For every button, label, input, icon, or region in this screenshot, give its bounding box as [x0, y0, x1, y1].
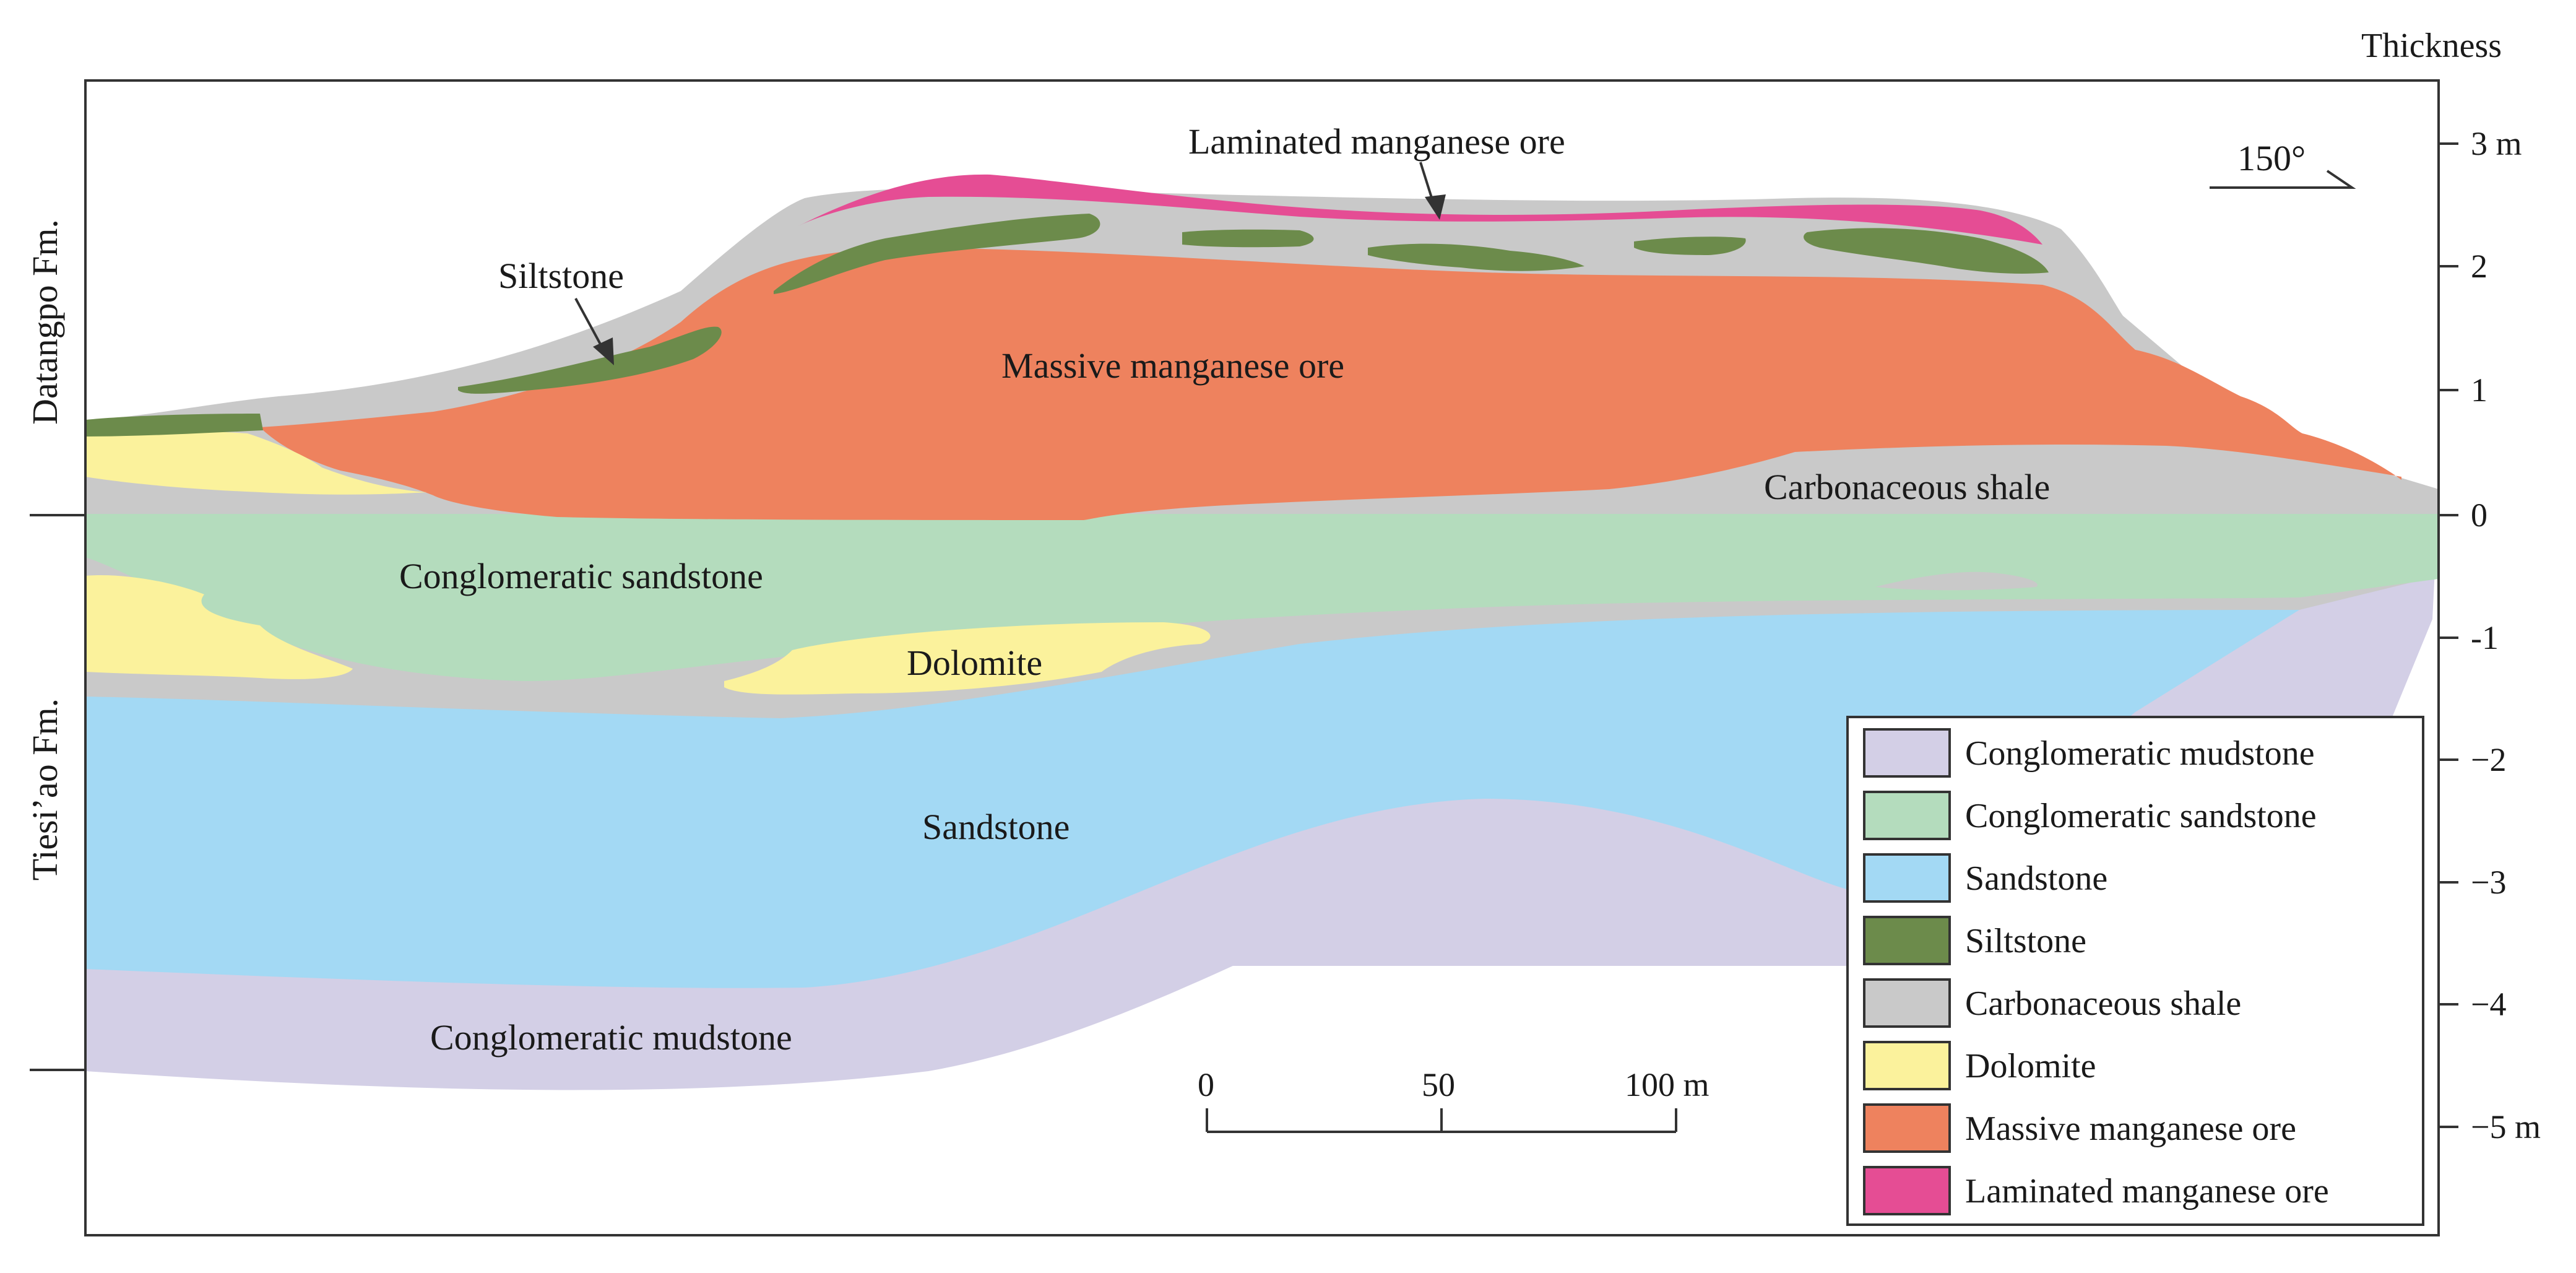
label-conglomeratic-mudstone: Conglomeratic mudstone	[430, 1017, 792, 1058]
thickness-axis: Thickness 3 m 2 1 0 -1 −2 −3 −4 −5 m	[2361, 27, 2541, 1145]
unit-labels: Laminated manganese ore Siltstone Massiv…	[399, 121, 2050, 1058]
body-massive-manganese-ore	[260, 248, 2401, 520]
label-laminated-manganese-ore: Laminated manganese ore	[1188, 121, 1565, 162]
body-dolomite-middle	[724, 622, 1211, 695]
plot-frame	[84, 79, 2440, 1236]
label-sandstone: Sandstone	[922, 807, 1070, 847]
label-siltstone: Siltstone	[498, 256, 624, 296]
thickness-tick-label: −2	[2471, 741, 2506, 778]
body-siltstone-lens-6	[1804, 228, 2049, 274]
legend-swatch	[1863, 1166, 1951, 1215]
formation-label-datangpo: Datangpo Fm.	[25, 219, 65, 425]
strata-bodies	[85, 174, 2439, 1090]
body-laminated-manganese-ore	[798, 174, 2042, 245]
legend-swatch	[1863, 791, 1951, 840]
formation-label-tiesiao: Tiesi’ao Fm.	[25, 698, 65, 880]
body-conglomeratic-sandstone	[85, 514, 2439, 681]
leader-laminated-ore-arrowhead-icon	[1425, 194, 1446, 220]
leader-siltstone	[574, 298, 605, 350]
legend-swatch	[1863, 853, 1951, 903]
legend-label: Sandstone	[1965, 859, 2107, 898]
legend-label: Conglomeratic mudstone	[1965, 734, 2315, 773]
legend-label: Carbonaceous shale	[1965, 984, 2241, 1023]
legend-swatch	[1863, 978, 1951, 1028]
label-carbonaceous-shale: Carbonaceous shale	[1764, 467, 2050, 507]
thickness-tick-label: 3 m	[2471, 125, 2522, 162]
body-carbonaceous-shale-lens	[1875, 571, 2038, 591]
legend-label: Laminated manganese ore	[1965, 1172, 2329, 1210]
scale-bar-label-100: 100 m	[1625, 1066, 1709, 1103]
legend-swatch	[1863, 1103, 1951, 1153]
thickness-tick-label: −3	[2471, 864, 2506, 901]
body-siltstone-left	[85, 414, 263, 437]
label-conglomeratic-sandstone: Conglomeratic sandstone	[399, 556, 763, 596]
thickness-tick-label: −4	[2471, 986, 2506, 1023]
body-siltstone-lens-3	[1182, 229, 1314, 248]
legend-label: Siltstone	[1965, 922, 2086, 960]
legend-swatch	[1863, 728, 1951, 778]
thickness-tick-label: 1	[2471, 371, 2487, 409]
legend-swatch	[1863, 1041, 1951, 1090]
frame	[30, 79, 2440, 1236]
scale-bar: 0 50 100 m	[1198, 1066, 1709, 1133]
orientation-arrow-icon	[2210, 170, 2356, 189]
scale-bar-label-50: 50	[1422, 1066, 1455, 1103]
legend-swatch	[1863, 916, 1951, 965]
body-siltstone-lens-5	[1634, 237, 1746, 255]
label-dolomite: Dolomite	[907, 643, 1042, 683]
legend-label: Dolomite	[1965, 1047, 2096, 1085]
thickness-tick-label: −5 m	[2471, 1108, 2541, 1145]
thickness-axis-title: Thickness	[2361, 27, 2502, 65]
orientation-marker: 150°	[2210, 138, 2356, 189]
body-siltstone-lens-4	[1368, 243, 1584, 271]
label-massive-manganese-ore: Massive manganese ore	[1001, 345, 1344, 386]
thickness-tick-label: -1	[2471, 619, 2499, 656]
leader-siltstone-arrowhead-icon	[593, 337, 614, 365]
body-siltstone-lens-1	[458, 326, 722, 394]
body-dolomite-left	[85, 575, 353, 679]
legend-label: Conglomeratic sandstone	[1965, 797, 2317, 835]
orientation-label: 150°	[2237, 138, 2306, 178]
body-dolomite-upper	[85, 431, 427, 495]
body-siltstone-lens-2	[774, 214, 1100, 294]
legend-label: Massive manganese ore	[1965, 1110, 2296, 1148]
scale-bar-label-0: 0	[1198, 1066, 1214, 1103]
thickness-tick-label: 2	[2471, 248, 2487, 285]
thickness-tick-label: 0	[2471, 497, 2487, 534]
